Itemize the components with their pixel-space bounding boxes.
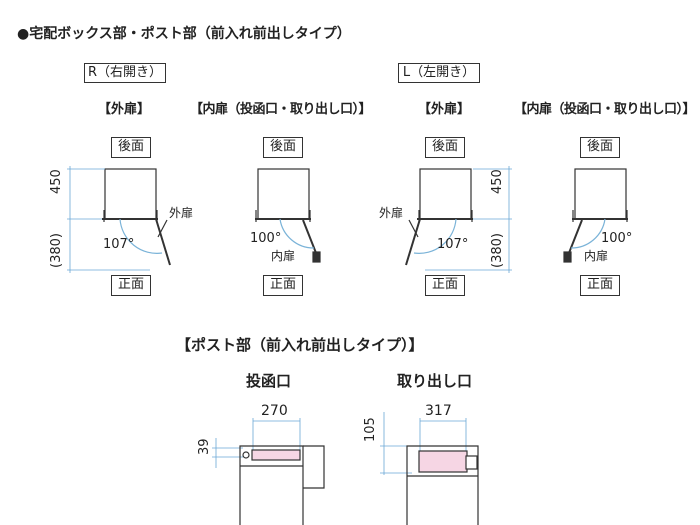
- slot-lock: [242, 451, 250, 459]
- right-inner-cabinet: [257, 168, 310, 220]
- outlet-opening: [418, 450, 468, 473]
- outlet-caption: 取り出し口: [397, 372, 473, 390]
- right-outer-angle: 107°: [103, 237, 135, 252]
- right-outer-door-label: 外扉: [169, 206, 194, 220]
- left-outer-angle: 107°: [437, 237, 469, 252]
- left-outer-door-label: 外扉: [379, 206, 404, 220]
- right-inner-handle: [312, 251, 321, 263]
- outlet-height: 105: [363, 417, 378, 442]
- left-inner-caption: 【内扉（投函口・取り出し口）】: [514, 102, 696, 117]
- left-outer-swing-arc: [413, 218, 457, 254]
- right-outer-cabinet: [104, 168, 157, 220]
- right-unit-label: R（右開き）: [84, 63, 166, 83]
- left-inner-angle: 100°: [601, 231, 633, 246]
- slot-height: 39: [197, 438, 212, 455]
- outlet-latch: [465, 455, 478, 470]
- page-title: ●宅配ボックス部・ポスト部（前入れ前出しタイプ）: [17, 26, 351, 42]
- left-outer-caption: 【外扉】: [418, 102, 471, 117]
- left-inner-back-label: 後面: [580, 137, 620, 158]
- slot-opening: [251, 449, 301, 461]
- left-outer-dim-lower: (380): [490, 233, 505, 268]
- outlet-width: 317: [425, 403, 452, 419]
- left-unit-label: L（左開き）: [398, 63, 480, 83]
- left-inner-handle: [563, 251, 572, 263]
- right-inner-angle: 100°: [250, 231, 282, 246]
- left-outer-back-label: 後面: [425, 137, 465, 158]
- right-inner-swing-arc: [279, 218, 315, 249]
- right-outer-front-label: 正面: [111, 275, 151, 296]
- left-outer-cabinet: [419, 168, 472, 220]
- right-inner-caption: 【内扉（投函口・取り出し口）】: [190, 102, 372, 117]
- right-inner-front-label: 正面: [263, 275, 303, 296]
- slot-body: [239, 445, 304, 525]
- right-outer-dim-upper: 450: [49, 169, 64, 194]
- left-outer-door-open: [405, 218, 421, 266]
- post-title: 【ポスト部（前入れ前出しタイプ）】: [176, 336, 424, 354]
- slot-width: 270: [261, 403, 288, 419]
- left-inner-cabinet: [574, 168, 627, 220]
- left-outer-dim-upper: 450: [490, 169, 505, 194]
- slot-caption: 投函口: [246, 372, 292, 390]
- right-outer-swing-arc: [119, 218, 163, 254]
- right-inner-door-label: 内扉: [271, 249, 296, 263]
- left-inner-front-label: 正面: [580, 275, 620, 296]
- right-inner-back-label: 後面: [263, 137, 303, 158]
- left-outer-front-label: 正面: [425, 275, 465, 296]
- right-outer-back-label: 後面: [111, 137, 151, 158]
- left-inner-door-label: 内扉: [584, 249, 609, 263]
- right-outer-caption: 【外扉】: [98, 102, 151, 117]
- right-outer-door-open: [155, 218, 171, 266]
- right-outer-dim-lower: (380): [49, 233, 64, 268]
- outlet-body: [406, 445, 479, 525]
- left-inner-swing-arc: [570, 218, 606, 249]
